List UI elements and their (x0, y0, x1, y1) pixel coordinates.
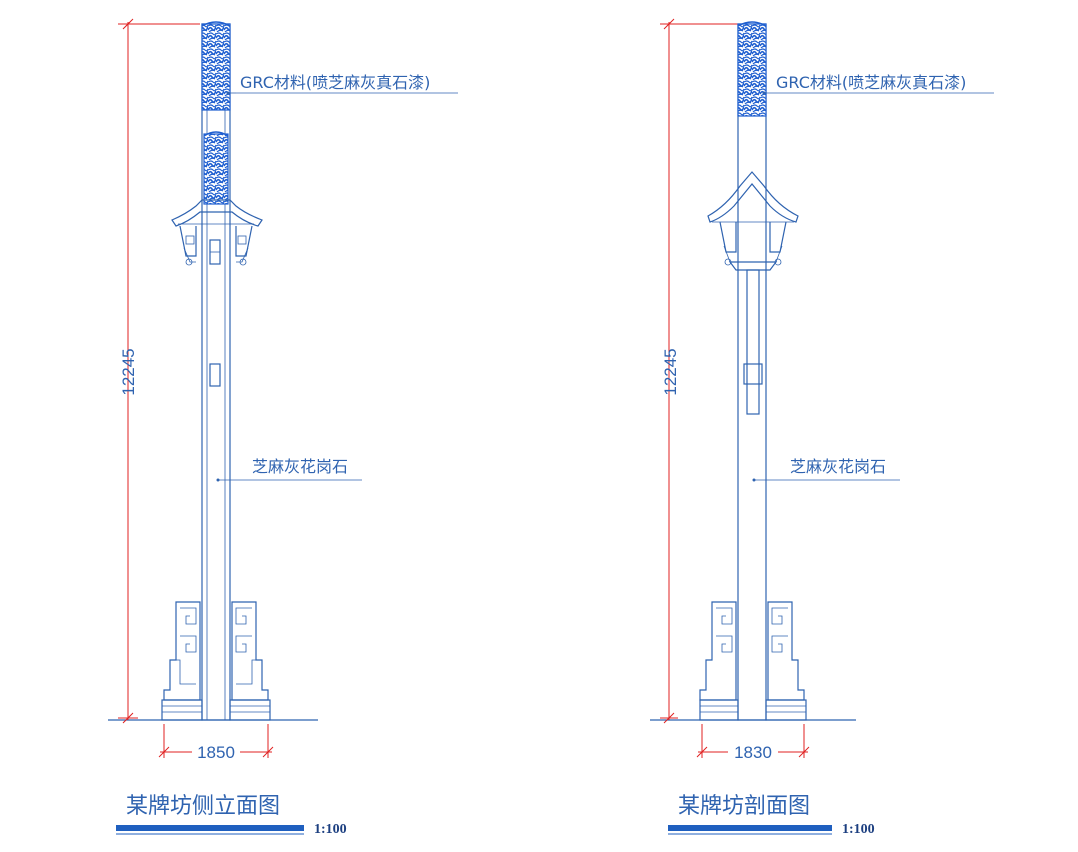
label-grc-material: GRC材料(喷芝麻灰真石漆) (240, 73, 430, 92)
scale-label: 1:100 (314, 822, 347, 837)
height-dimension-right: 12245 (660, 18, 740, 724)
leader-grc-right: GRC材料(喷芝麻灰真石漆) (762, 73, 994, 95)
main-column (201, 23, 231, 721)
label-granite: 芝麻灰花岗石 (252, 457, 348, 476)
width-dimension-text-right: 1830 (734, 743, 772, 762)
leader-granite-right: 芝麻灰花岗石 (752, 457, 900, 482)
label-grc-material-right: GRC材料(喷芝麻灰真石漆) (776, 73, 966, 92)
width-dimension: 1850 (158, 724, 274, 762)
base-drum-stones (161, 601, 271, 721)
beam-joint (743, 363, 763, 385)
section-view: 12245 (650, 18, 994, 837)
column-plate-lower (209, 363, 221, 387)
width-dimension-right: 1830 (696, 724, 810, 762)
leader-granite: 芝麻灰花岗石 (216, 457, 362, 482)
inner-beam (746, 269, 760, 415)
label-granite-right: 芝麻灰花岗石 (790, 457, 886, 476)
section-roof (707, 171, 799, 271)
carved-column-top-right (737, 23, 767, 117)
width-dimension-text: 1850 (197, 743, 235, 762)
carved-secondary-column (203, 133, 229, 205)
section-base-stones (699, 601, 807, 721)
eave-roof (171, 199, 263, 266)
height-dimension-text: 12245 (119, 348, 138, 395)
leader-grc: GRC材料(喷芝麻灰真石漆) (226, 73, 458, 95)
height-dimension: 12245 (118, 18, 200, 724)
title-underline-right (668, 825, 832, 831)
height-dimension-text-right: 12245 (661, 348, 680, 395)
scale-label-right: 1:100 (842, 822, 875, 837)
side-elevation-view: 12245 (108, 18, 458, 837)
title-underline (116, 825, 304, 831)
view-title: 某牌坊侧立面图 (126, 794, 280, 819)
view-title-right: 某牌坊剖面图 (678, 794, 810, 819)
carved-column-top (201, 23, 231, 111)
